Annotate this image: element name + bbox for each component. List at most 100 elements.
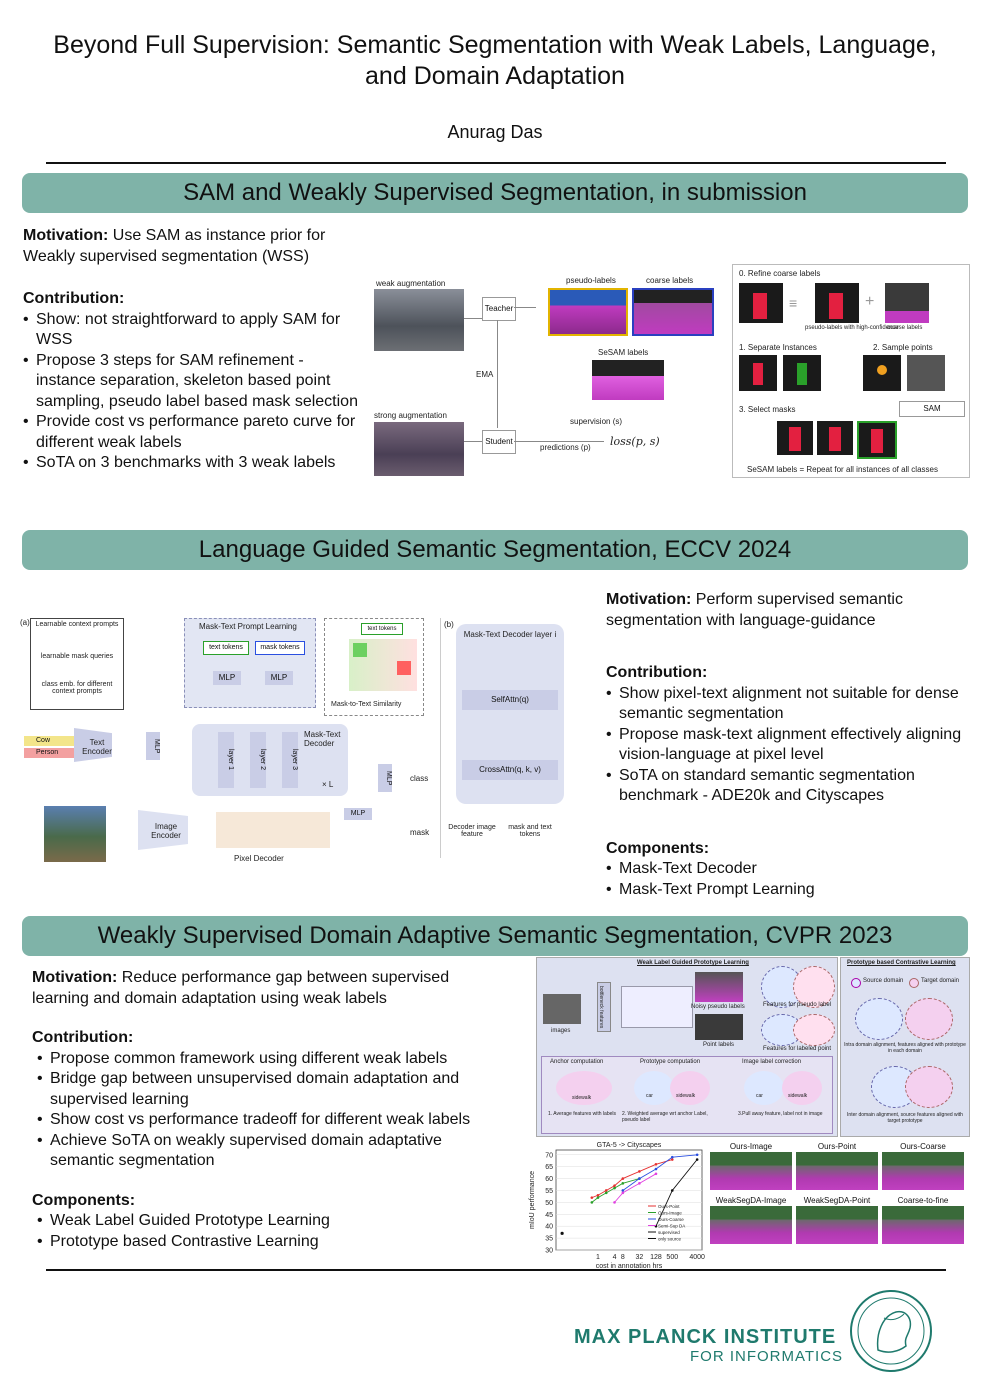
chart-legend-label: Ours-Coarse xyxy=(658,1217,684,1222)
chart-point xyxy=(621,1189,625,1192)
cow-person-image xyxy=(44,806,106,862)
chart-x-tick-label: 1 xyxy=(596,1254,600,1261)
chart-point xyxy=(613,1201,616,1204)
chart-y-axis-label: mIoU performance xyxy=(529,1171,536,1229)
list-item: Bridge gap between unsupervised domain a… xyxy=(37,1069,502,1110)
section3-motivation: Motivation: Reduce performance gap betwe… xyxy=(32,969,450,1007)
chart-y-tick-label: 30 xyxy=(545,1248,553,1255)
list-item: Show: not straightforward to apply SAM f… xyxy=(23,310,358,351)
minerva-logo-icon xyxy=(850,1290,932,1372)
chart-point xyxy=(613,1186,616,1190)
thumbnail-label: Ours-Coarse xyxy=(900,1142,946,1151)
chart-x-tick-label: 4000 xyxy=(689,1254,705,1261)
chart-point xyxy=(638,1177,641,1180)
institute-logo-line1: MAX PLANCK INSTITUTE xyxy=(574,1326,837,1348)
sesam-figure: weak augmentation strong augmentation Te… xyxy=(370,262,970,482)
chart-x-tick-label: 4 xyxy=(613,1254,617,1261)
chart-x-axis-label: cost in annotation hrs xyxy=(596,1263,663,1268)
chart-point-only-source xyxy=(560,1231,564,1235)
list-item: SoTA on 3 benchmarks with 3 weak labels xyxy=(23,453,358,474)
chart-legend-label: Ours-Image xyxy=(658,1211,682,1216)
chart-point xyxy=(604,1189,608,1192)
list-item: Propose common framework using different… xyxy=(37,1049,502,1070)
chart-legend-label: Ours-Point xyxy=(658,1204,680,1209)
chart-x-tick-label: 8 xyxy=(621,1254,625,1261)
chart-point xyxy=(670,1158,674,1161)
section1-text: Motivation: Use SAM as instance prior fo… xyxy=(23,226,358,474)
chart-point xyxy=(621,1177,625,1180)
chart-point xyxy=(670,1155,674,1159)
list-item: Show cost vs performance tradeoff for di… xyxy=(37,1110,502,1131)
chart-y-tick-label: 40 xyxy=(545,1224,553,1231)
chart-point xyxy=(654,1167,658,1171)
section3-banner: Weakly Supervised Domain Adaptive Semant… xyxy=(22,916,968,956)
segmentation-thumbnail xyxy=(882,1152,964,1190)
contrastive-learning-figure: Prototype based Contrastive Learning Sou… xyxy=(840,957,970,1137)
chart-y-tick-label: 65 xyxy=(545,1164,553,1171)
chart-y-tick-label: 70 xyxy=(545,1152,553,1159)
section2-components-list: Mask-Text Decoder Mask-Text Prompt Learn… xyxy=(606,859,966,900)
section1-motivation: Motivation: Use SAM as instance prior fo… xyxy=(23,227,326,265)
list-item: Achieve SoTA on weakly supervised domain… xyxy=(37,1131,502,1172)
list-item: SoTA on standard semantic segmentation b… xyxy=(606,766,966,807)
chart-point xyxy=(638,1170,641,1173)
chart-point xyxy=(621,1191,625,1195)
list-item: Prototype based Contrastive Learning xyxy=(37,1232,502,1253)
sam-box: SAM xyxy=(899,401,965,417)
segmentation-thumbnail xyxy=(882,1206,964,1244)
chart-point xyxy=(590,1196,594,1199)
chart-point xyxy=(670,1189,674,1192)
list-item: Mask-Text Decoder xyxy=(606,859,966,880)
chart-legend-label: only source xyxy=(658,1237,682,1242)
list-item: Weak Label Guided Prototype Learning xyxy=(37,1211,502,1232)
chart-y-tick-label: 35 xyxy=(545,1236,553,1243)
section3-text: Motivation: Reduce performance gap betwe… xyxy=(32,968,502,1252)
thumbnail-label: WeakSegDA-Image xyxy=(715,1196,787,1205)
chart-y-tick-label: 50 xyxy=(545,1200,553,1207)
thumbnail-label: WeakSegDA-Point xyxy=(803,1196,871,1205)
section2-text: Motivation: Perform supervised semantic … xyxy=(606,590,966,900)
section3-components-list: Weak Label Guided Prototype Learning Pro… xyxy=(32,1211,502,1252)
list-item: Show pixel-text alignment not suitable f… xyxy=(606,684,966,725)
section2-banner: Language Guided Semantic Segmentation, E… xyxy=(22,530,968,570)
segmentation-thumbnail xyxy=(710,1206,792,1244)
chart-legend-label: Semi-Sup DA xyxy=(658,1224,685,1229)
segmentation-thumbnail xyxy=(796,1152,878,1190)
section2-contribution-list: Show pixel-text alignment not suitable f… xyxy=(606,684,966,807)
list-item: Propose 3 steps for SAM refinement - ins… xyxy=(23,351,358,413)
chart-point xyxy=(638,1182,641,1185)
section1-banner: SAM and Weakly Supervised Segmentation, … xyxy=(22,173,968,213)
chart-x-tick-label: 500 xyxy=(666,1254,678,1261)
chart-x-tick-label: 32 xyxy=(635,1254,643,1261)
street-image-weak xyxy=(374,289,464,351)
chart-series-line xyxy=(614,1173,657,1203)
thumbnail-label: Ours-Point xyxy=(817,1142,857,1151)
chart-point xyxy=(654,1162,658,1166)
chart-point xyxy=(596,1193,600,1197)
chart-point xyxy=(590,1201,594,1204)
chart-point xyxy=(695,1153,699,1157)
chart-point xyxy=(596,1196,600,1199)
chart-point xyxy=(604,1191,608,1195)
chart-point xyxy=(613,1184,616,1188)
chart-legend-label: supervised xyxy=(658,1230,680,1235)
decoder-layer-block: Mask-Text Decoder layer i SelfAttn(q) Cr… xyxy=(456,624,564,804)
chart-series-line xyxy=(591,1159,673,1199)
section3-contribution-list: Propose common framework using different… xyxy=(32,1049,502,1172)
section2-motivation: Motivation: Perform supervised semantic … xyxy=(606,591,903,629)
mask-text-figure: (a) Learnable context prompts learnable … xyxy=(18,614,590,863)
refine-panel: 0. Refine coarse labels ≡ + pseudo-label… xyxy=(732,264,970,478)
chart-point xyxy=(695,1158,699,1161)
chart-point xyxy=(654,1172,658,1176)
chart-y-tick-label: 60 xyxy=(545,1176,553,1183)
chart-title: GTA-5 -> Cityscapes xyxy=(597,1142,662,1149)
divider xyxy=(46,162,946,164)
list-item: Propose mask-text alignment effectively … xyxy=(606,725,966,766)
teacher-box: Teacher xyxy=(482,297,516,321)
prompt-legend-box: Learnable context prompts learnable mask… xyxy=(30,618,124,710)
prototype-learning-figure: Weak Label Guided Prototype Learning ima… xyxy=(536,957,838,1137)
student-box: Student xyxy=(482,430,516,454)
chart-y-tick-label: 45 xyxy=(545,1212,553,1219)
author-name: Anurag Das xyxy=(447,122,543,142)
